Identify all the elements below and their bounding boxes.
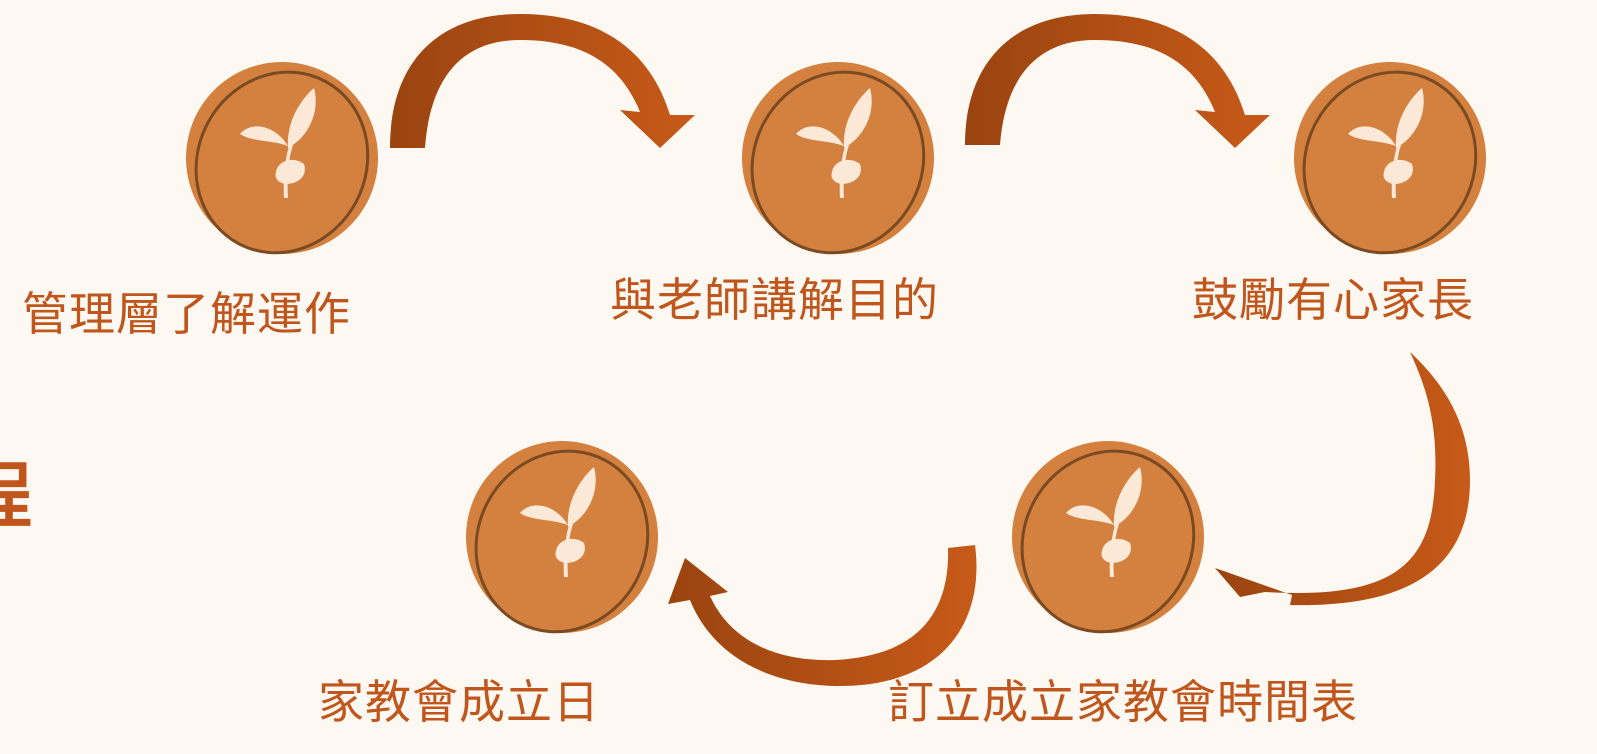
arrow-2-to-3 [965, 14, 1270, 148]
step-2-label: 與老師講解目的 [610, 273, 939, 327]
step-1-label: 管理層了解運作 [22, 287, 351, 341]
step-4-label: 訂立成立家教會時間表 [888, 675, 1358, 729]
sprout-icon [443, 419, 681, 664]
arrow-3-to-4 [1215, 352, 1470, 606]
step-3-label: 鼓勵有心家長 [1192, 273, 1474, 327]
sprout-icon [719, 40, 957, 285]
arrow-1-to-2 [390, 14, 695, 148]
arrow-4-to-5 [668, 545, 977, 687]
step-1-node [163, 40, 401, 285]
title-fragment: 程 [0, 456, 32, 536]
step-5-label: 家教會成立日 [318, 675, 600, 729]
sprout-icon [989, 419, 1227, 664]
sprout-icon [1271, 40, 1509, 285]
step-3-node [1271, 40, 1509, 285]
step-4-node [989, 419, 1227, 664]
step-2-node [719, 40, 957, 285]
sprout-icon [163, 40, 401, 285]
step-5-node [443, 419, 681, 664]
